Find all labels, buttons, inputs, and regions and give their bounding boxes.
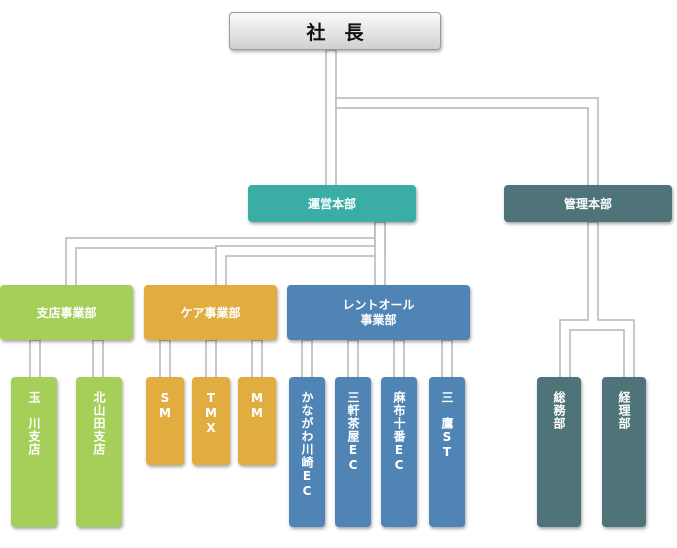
sangenjaya-ec-label: 三軒茶屋EC	[346, 391, 360, 473]
management-dept-label: 管理本部	[563, 197, 612, 211]
tmx-unit-box: TMX	[192, 377, 230, 465]
kanagawa-ec-box: かながわ川崎EC	[289, 377, 325, 527]
tamagawa-branch-box: 玉 川支店	[11, 377, 57, 527]
connector-rental-azabu	[393, 339, 405, 383]
azabu-ec-label: 麻布十番EC	[392, 391, 406, 473]
kitayamada-branch-label: 北山田支店	[92, 391, 106, 456]
rental-division-label: レントオール 事業部	[342, 297, 415, 327]
connector-operations-rental	[374, 221, 386, 291]
branch-division-label: 支店事業部	[36, 306, 97, 320]
connector-president-operations	[325, 49, 337, 191]
president-label: 社 長	[306, 21, 364, 44]
rental-division-box: レントオール 事業部	[287, 285, 470, 340]
connector-management-units	[559, 221, 635, 383]
connector-care-tmx	[205, 339, 217, 383]
connector-care-mm	[251, 339, 263, 383]
sm-unit-box: SM	[146, 377, 184, 465]
connector-branch-kitayamada	[92, 339, 104, 383]
connector-president-management	[335, 97, 599, 191]
mm-unit-label: MM	[250, 391, 264, 421]
care-division-label: ケア事業部	[180, 306, 241, 320]
management-dept-box: 管理本部	[504, 185, 672, 222]
connector-rental-mitaka	[441, 339, 453, 383]
mitaka-st-box: 三 鷹ST	[429, 377, 465, 527]
sm-unit-label: SM	[158, 391, 172, 421]
operations-dept-box: 運営本部	[248, 185, 416, 222]
president-box: 社 長	[229, 12, 441, 50]
tmx-unit-label: TMX	[204, 391, 218, 436]
azabu-ec-box: 麻布十番EC	[381, 377, 417, 527]
kanagawa-ec-label: かながわ川崎EC	[300, 391, 314, 499]
connector-branch-tamagawa	[29, 339, 41, 383]
tamagawa-branch-label: 玉 川支店	[27, 391, 41, 456]
connector-care-sm	[159, 339, 171, 383]
sangenjaya-ec-box: 三軒茶屋EC	[335, 377, 371, 527]
keiri-dept-box: 経理部	[602, 377, 646, 527]
connector-rental-kanagawa	[301, 339, 313, 383]
keiri-dept-label: 経理部	[617, 391, 631, 430]
soumu-dept-label: 総務部	[552, 391, 566, 430]
soumu-dept-box: 総務部	[537, 377, 581, 527]
connector-operations-care	[215, 221, 386, 291]
connector-rental-sangenjaya	[347, 339, 359, 383]
mm-unit-box: MM	[238, 377, 276, 465]
care-division-box: ケア事業部	[144, 285, 277, 340]
branch-division-box: 支店事業部	[0, 285, 133, 340]
operations-dept-label: 運営本部	[307, 197, 356, 211]
kitayamada-branch-box: 北山田支店	[76, 377, 122, 527]
mitaka-st-label: 三 鷹ST	[440, 391, 454, 460]
